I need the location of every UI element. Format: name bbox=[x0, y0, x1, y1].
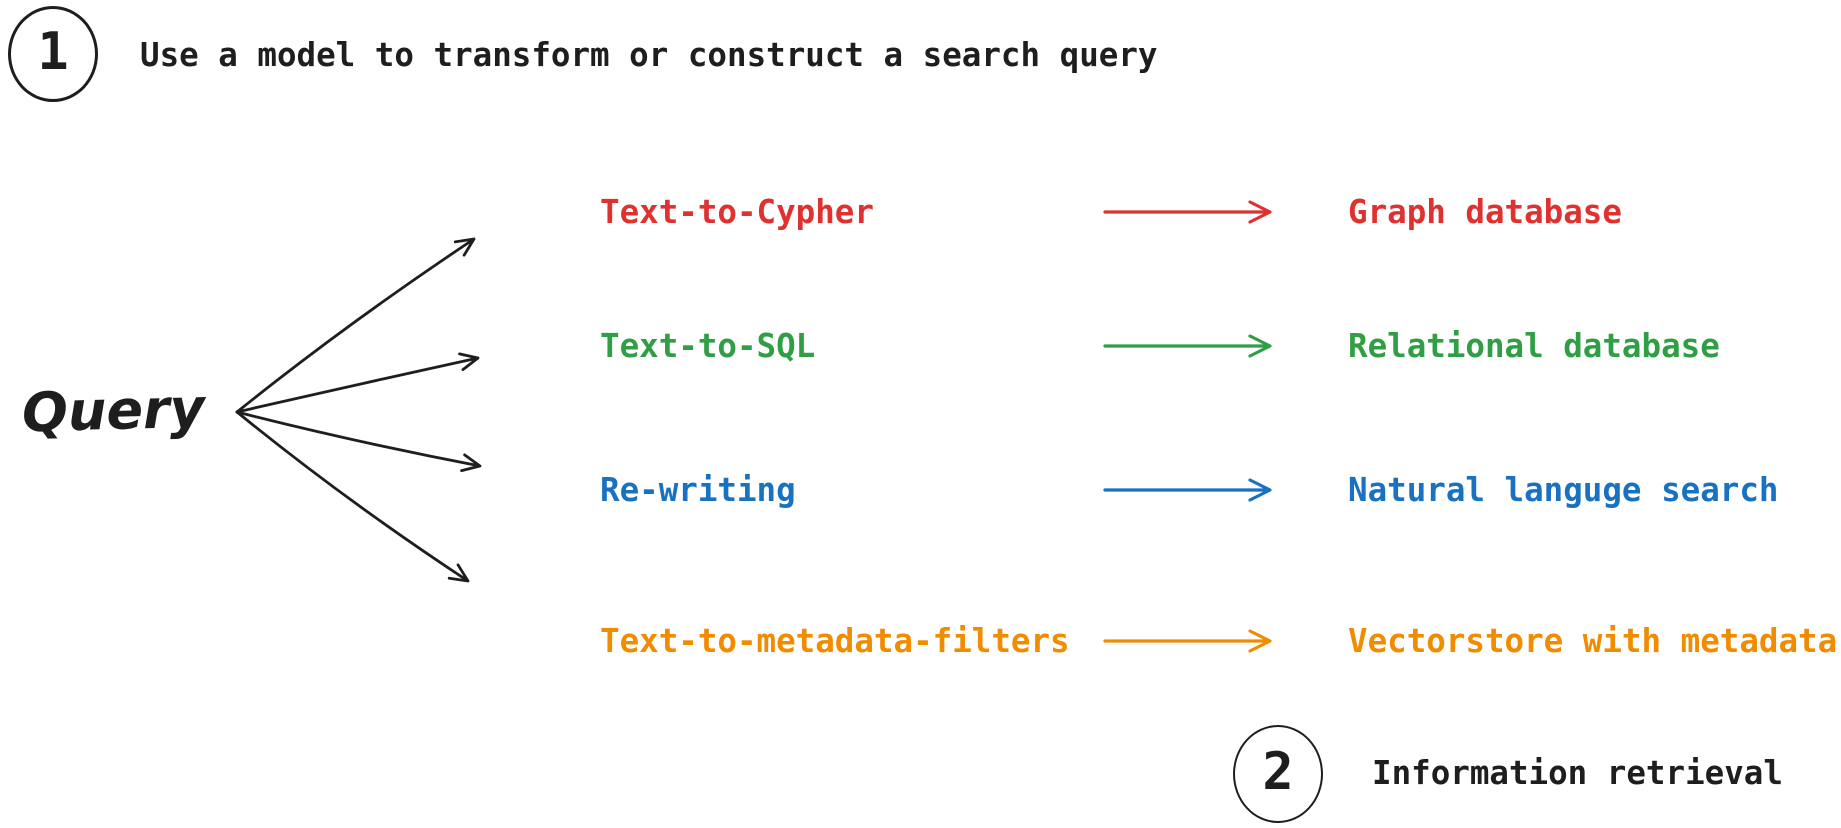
technique-label-text-to-cypher: Text-to-Cypher bbox=[600, 192, 874, 231]
fanout-arrow-2 bbox=[235, 352, 480, 414]
target-label-vectorstore-with-metadata: Vectorstore with metadata bbox=[1348, 621, 1838, 660]
step2-number: 2 bbox=[1262, 742, 1294, 802]
technique-label-text-to-sql: Text-to-SQL bbox=[600, 326, 816, 365]
fanout-arrow-1 bbox=[235, 237, 476, 414]
query-fanout-arrows bbox=[235, 237, 482, 583]
step2-badge: 2 bbox=[1233, 725, 1323, 823]
technique-label-re-writing: Re-writing bbox=[600, 470, 796, 509]
step1-label: Use a model to transform or construct a … bbox=[140, 35, 1158, 74]
step2-label: Information retrieval bbox=[1372, 753, 1783, 792]
step1-number: 1 bbox=[37, 22, 69, 82]
target-label-relational-database: Relational database bbox=[1348, 326, 1720, 365]
query-node-label: Query bbox=[21, 376, 206, 445]
row-arrow-re-writing bbox=[1103, 478, 1272, 502]
fanout-arrow-4 bbox=[235, 410, 470, 583]
row-arrow-text-to-sql bbox=[1103, 334, 1272, 358]
row-arrow-text-to-cypher bbox=[1103, 200, 1272, 224]
technique-label-text-to-metadata-filters: Text-to-metadata-filters bbox=[600, 621, 1070, 660]
target-label-graph-database: Graph database bbox=[1348, 192, 1622, 231]
row-arrow-text-to-metadata-filters bbox=[1103, 629, 1272, 653]
step1-badge: 1 bbox=[8, 6, 98, 102]
fanout-arrow-3 bbox=[235, 410, 482, 472]
target-label-natural-language-search: Natural languge search bbox=[1348, 470, 1779, 509]
